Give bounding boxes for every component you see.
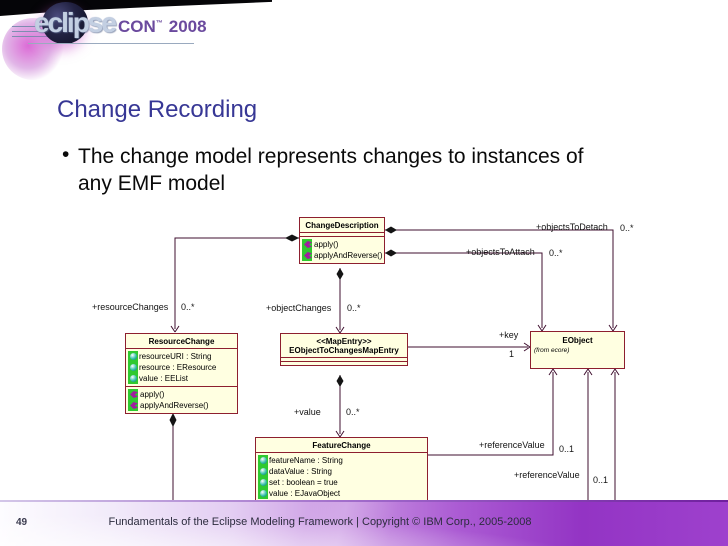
- page-number: 49: [16, 517, 28, 528]
- eclipsecon-logo: eclipse CON ™ 2008: [34, 7, 207, 39]
- operation-icon: [130, 391, 138, 398]
- class-change-description: ChangeDescription apply() applyAndRevers…: [299, 217, 385, 264]
- attribute-label: featureName : String: [269, 456, 343, 465]
- class-feature-change: FeatureChange featureName : String dataV…: [255, 437, 428, 502]
- assoc-mult-resource-changes: 0..*: [181, 302, 195, 312]
- bullet-text: The change model represents changes to i…: [78, 143, 583, 197]
- operations-compartment: [281, 362, 407, 365]
- assoc-role-reference-value-1: +referenceValue: [479, 440, 545, 450]
- highlight-strip: [128, 389, 138, 411]
- attribute-icon: [260, 457, 267, 464]
- class-eobject: EObject (from ecore): [530, 331, 625, 369]
- bullet-item: • The change model represents changes to…: [62, 143, 583, 197]
- assoc-role-reference-value-2: +referenceValue: [514, 470, 580, 480]
- bullet-marker: •: [62, 143, 70, 166]
- assoc-mult-key: 1: [509, 349, 515, 359]
- class-resource-change: ResourceChange resourceURI : String reso…: [125, 333, 238, 414]
- attribute-icon: [130, 353, 137, 360]
- assoc-role-objects-to-attach: +objectsToAttach: [466, 247, 535, 257]
- logo-lines-icon: [12, 26, 50, 38]
- header: eclipse CON ™ 2008: [0, 0, 728, 95]
- assoc-role-objects-to-detach: +objectsToDetach: [536, 222, 608, 232]
- class-name: <<MapEntry>> EObjectToChangesMapEntry: [281, 334, 407, 358]
- assoc-role-value: +value: [294, 407, 321, 417]
- operation-label: apply(): [140, 390, 165, 399]
- footer: 49 Fundamentals of the Eclipse Modeling …: [0, 500, 728, 546]
- operation-label: apply(): [314, 240, 339, 249]
- class-name: EObject: [562, 336, 593, 345]
- assoc-role-object-changes: +objectChanges: [266, 303, 332, 313]
- class-name: ChangeDescription: [300, 218, 384, 233]
- attribute-label: value : EJavaObject: [269, 489, 341, 498]
- assoc-mult-value: 0..*: [346, 407, 360, 417]
- assoc-role-key: +key: [499, 330, 519, 340]
- attributes-compartment: [281, 358, 407, 362]
- highlight-strip: [302, 239, 312, 261]
- operation-icon: [304, 241, 312, 248]
- highlight-strip: [258, 455, 268, 499]
- class-origin: (from ecore): [534, 347, 570, 354]
- footer-gradient-band: [0, 502, 728, 546]
- operations-compartment: apply() applyAndReverse(): [300, 237, 384, 263]
- assoc-mult-objects-to-attach: 0..*: [549, 248, 563, 258]
- attribute-label: set : boolean = true: [269, 478, 338, 487]
- attributes-compartment: resourceURI : String resource : EResourc…: [126, 349, 237, 387]
- assoc-role-resource-changes: +resourceChanges: [92, 302, 169, 312]
- assoc-mult-objects-to-detach: 0..*: [620, 223, 634, 233]
- attribute-icon: [260, 490, 267, 497]
- assoc-mult-reference-value-1: 0..1: [559, 444, 575, 454]
- stereotype-label: <<MapEntry>>: [316, 337, 372, 346]
- attribute-label: dataValue : String: [269, 467, 333, 476]
- attribute-label: resourceURI : String: [139, 352, 212, 361]
- class-map-entry: <<MapEntry>> EObjectToChangesMapEntry: [280, 333, 408, 366]
- attribute-icon: [260, 479, 267, 486]
- attribute-icon: [130, 375, 137, 382]
- operations-compartment: apply() applyAndReverse(): [126, 387, 237, 413]
- footer-text: Fundamentals of the Eclipse Modeling Fra…: [108, 516, 532, 528]
- logo-trademark: ™: [155, 20, 163, 27]
- attribute-label: resource : EResource: [139, 363, 217, 372]
- attribute-label: value : EEList: [139, 374, 188, 383]
- assoc-mult-reference-value-2: 0..1: [593, 475, 609, 485]
- operation-label: applyAndReverse(): [140, 401, 209, 410]
- operation-icon: [130, 402, 138, 409]
- class-name: ResourceChange: [126, 334, 237, 349]
- attribute-icon: [130, 364, 137, 371]
- bullet-line-2: any EMF model: [78, 172, 226, 195]
- logo-underline: [28, 43, 194, 44]
- class-name-label: EObjectToChangesMapEntry: [289, 346, 399, 355]
- logo-con-text: CON: [117, 17, 156, 36]
- assoc-mult-object-changes: 0..*: [347, 303, 361, 313]
- operation-label: applyAndReverse(): [314, 251, 383, 260]
- logo-eclipse-text: eclipse: [34, 7, 117, 38]
- logo-year-text: 2008: [168, 17, 207, 36]
- class-name: FeatureChange: [256, 438, 427, 453]
- attributes-compartment: featureName : String dataValue : String …: [256, 453, 427, 501]
- footer-top-line: [0, 500, 728, 502]
- operation-icon: [304, 252, 312, 259]
- page-title: Change Recording: [57, 96, 258, 123]
- attributes-compartment: [300, 233, 384, 237]
- attribute-icon: [260, 468, 267, 475]
- bullet-line-1: The change model represents changes to i…: [78, 145, 584, 168]
